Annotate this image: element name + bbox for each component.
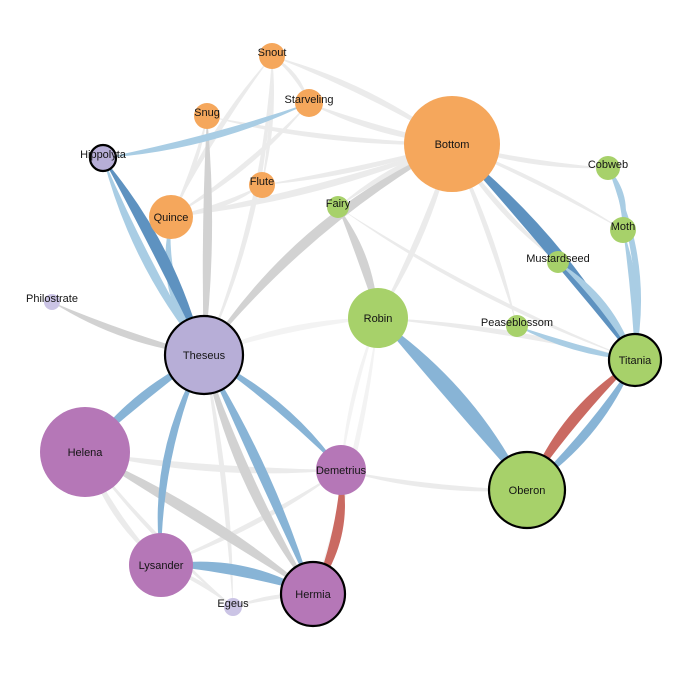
node-lysander[interactable] xyxy=(129,533,193,597)
node-demetrius[interactable] xyxy=(316,445,366,495)
node-helena[interactable] xyxy=(40,407,130,497)
node-hippolyta[interactable] xyxy=(88,143,118,173)
node-bottom[interactable] xyxy=(404,96,500,192)
node-snout[interactable] xyxy=(259,43,285,69)
node-titania[interactable] xyxy=(607,332,663,388)
node-cobweb[interactable] xyxy=(596,156,620,180)
node-flute[interactable] xyxy=(249,172,275,198)
node-snug[interactable] xyxy=(194,103,220,129)
edge-theseus-hermia xyxy=(204,355,313,594)
node-peaseblossom[interactable] xyxy=(506,315,528,337)
edge-snug-bottom xyxy=(207,116,452,145)
node-robin[interactable] xyxy=(348,288,408,348)
edge-snug-theseus xyxy=(202,116,213,355)
edge-helena-hermia xyxy=(85,452,313,594)
edges-layer xyxy=(52,56,642,607)
node-fairy[interactable] xyxy=(327,196,349,218)
edge-bottom-cobweb xyxy=(452,144,608,169)
node-moth[interactable] xyxy=(610,217,636,243)
nodes-layer xyxy=(40,43,663,628)
edge-theseus-lysander xyxy=(157,355,204,565)
node-starveling[interactable] xyxy=(295,89,323,117)
node-mustardseed[interactable] xyxy=(547,251,569,273)
node-hermia[interactable] xyxy=(279,560,347,628)
node-quince[interactable] xyxy=(149,195,193,239)
edge-robin-oberon xyxy=(378,318,527,490)
edge-moth-titania xyxy=(623,230,639,360)
node-oberon[interactable] xyxy=(487,450,567,530)
edge-starveling-quince xyxy=(171,103,309,217)
edge-helena-demetrius xyxy=(85,452,341,474)
node-theseus[interactable] xyxy=(163,314,245,396)
node-egeus[interactable] xyxy=(224,598,242,616)
node-philostrate[interactable] xyxy=(44,294,60,310)
